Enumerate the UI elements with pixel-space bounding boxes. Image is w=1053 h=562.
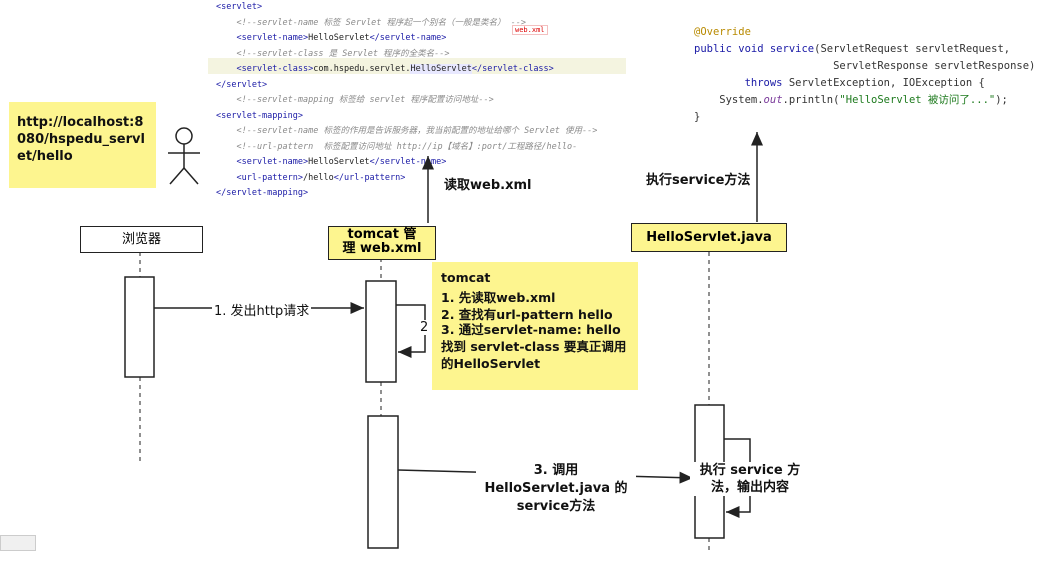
java-code-token: "HelloServlet 被访问了..." bbox=[839, 94, 996, 106]
java-code-line: public void service(ServletRequest servl… bbox=[694, 41, 1010, 58]
xml-code-line: <!--servlet-mapping 标签给 servlet 程序配置访问地址… bbox=[216, 93, 494, 109]
tomcat-note-title: tomcat bbox=[441, 270, 491, 285]
java-code-token: public void bbox=[694, 43, 770, 55]
xml-code-token: <!--servlet-name 标签的作用是告诉服务器，我当前配置的地址给哪个… bbox=[236, 126, 598, 136]
java-code-token: (ServletRequest servletRequest, bbox=[814, 43, 1011, 55]
xml-code-line: <url-pattern>/hello</url-pattern> bbox=[216, 171, 405, 187]
servlet-lifeline-box: HelloServlet.java bbox=[631, 223, 787, 252]
tomcat-note-step-2: 2. 查找有url-pattern hello bbox=[441, 307, 613, 322]
xml-code-line: <servlet> bbox=[216, 0, 262, 16]
url-note: http://localhost:8080/hspedu_servlet/hel… bbox=[9, 102, 156, 188]
xml-code-line: <servlet-name>HelloServlet</servlet-name… bbox=[216, 31, 446, 47]
xml-code-token: </servlet-class> bbox=[471, 64, 554, 74]
xml-code-token: HelloServlet bbox=[308, 33, 370, 43]
xml-code-token: <url-pattern> bbox=[236, 172, 304, 183]
java-code-token: System. bbox=[694, 94, 764, 106]
exec-service-label: 执行service方法 bbox=[646, 173, 751, 188]
xml-code-line: <!--url-pattern 标签配置访问地址 http://ip【域名】:p… bbox=[216, 140, 577, 156]
tomcat-note-step-1: 1. 先读取web.xml bbox=[441, 290, 556, 305]
java-code-token: } bbox=[694, 111, 701, 123]
xml-code-line: </servlet-mapping> bbox=[216, 186, 308, 202]
xml-code-token: <!--servlet-name 标签 Servlet 程序起一个别名（一般是类… bbox=[236, 17, 527, 28]
browser-activation bbox=[124, 276, 155, 378]
java-code-token: ); bbox=[995, 94, 1008, 106]
horizontal-scrollbar[interactable] bbox=[0, 535, 36, 551]
xml-code-token: com.hspedu.servlet. bbox=[313, 64, 411, 74]
xml-code-token: <!--servlet-mapping 标签给 servlet 程序配置访问地址… bbox=[236, 95, 494, 105]
self-call-number: 2 bbox=[419, 320, 430, 335]
xml-code-token: HelloServlet bbox=[410, 64, 472, 74]
xml-code-token: </servlet-name> bbox=[369, 33, 447, 43]
browser-lifeline-box: 浏览器 bbox=[80, 226, 203, 253]
read-webxml-label: 读取web.xml bbox=[444, 178, 532, 193]
tomcat-lifeline-box: tomcat 管理 web.xml bbox=[328, 226, 436, 260]
send-http-label: 1. 发出http请求 bbox=[212, 300, 312, 319]
java-code-line: } bbox=[694, 109, 700, 126]
browser-label: 浏览器 bbox=[121, 232, 161, 247]
java-code-line: ServletResponse servletResponse) bbox=[694, 58, 1035, 75]
xml-code-line: <servlet-name>HelloServlet</servlet-name… bbox=[216, 155, 446, 171]
xml-code-token: <servlet-name> bbox=[236, 33, 309, 43]
xml-code-token: </servlet> bbox=[216, 79, 268, 90]
url-note-text: http://localhost:8080/hspedu_servlet/hel… bbox=[17, 115, 145, 164]
tomcat-activation-1 bbox=[365, 280, 397, 383]
xml-code-token: <servlet> bbox=[216, 2, 263, 12]
webxml-side-label: web.xml bbox=[512, 25, 548, 35]
call-service-label: 3. 调用HelloServlet.java 的service方法 bbox=[476, 462, 636, 516]
xml-code-line: <!--servlet-name 标签 Servlet 程序起一个别名（一般是类… bbox=[216, 16, 526, 32]
java-code-line: System.out.println("HelloServlet 被访问了...… bbox=[694, 92, 1008, 109]
xml-code-token: <servlet-name> bbox=[236, 157, 309, 167]
java-code-line: throws ServletException, IOException { bbox=[694, 75, 985, 92]
xml-code-token: <servlet-mapping> bbox=[216, 110, 303, 121]
java-code-token: throws bbox=[694, 77, 789, 89]
tomcat-steps-note: tomcat 1. 先读取web.xml 2. 查找有url-pattern h… bbox=[432, 262, 638, 390]
xml-code-token: <servlet-class> bbox=[236, 64, 314, 74]
java-code-token: out bbox=[763, 94, 783, 106]
xml-code-token: HelloServlet bbox=[308, 157, 370, 167]
xml-code-token: </url-pattern> bbox=[333, 172, 406, 183]
java-code-token: service bbox=[769, 43, 815, 55]
user-stick-figure-icon bbox=[168, 127, 200, 185]
webxml-code-block: <servlet> <!--servlet-name 标签 Servlet 程序… bbox=[208, 0, 626, 198]
java-code-line: @Override bbox=[694, 24, 751, 41]
exec-output-label: 执行 service 方法，输出内容 bbox=[690, 462, 810, 496]
tomcat-note-step-3: 3. 通过servlet-name: hello 找到 servlet-clas… bbox=[441, 322, 627, 371]
tomcat-activation-2 bbox=[367, 415, 399, 549]
tomcat-label: tomcat 管理 web.xml bbox=[342, 227, 422, 256]
xml-code-line: <!--servlet-name 标签的作用是告诉服务器，我当前配置的地址给哪个… bbox=[216, 124, 597, 140]
xml-code-token: </servlet-name> bbox=[369, 157, 447, 167]
xml-code-token: </servlet-mapping> bbox=[216, 188, 309, 198]
java-code-token: ServletException, IOException { bbox=[788, 77, 985, 89]
java-code-token: ServletResponse servletResponse) bbox=[694, 60, 1036, 72]
xml-code-line: <servlet-class>com.hspedu.servlet.HelloS… bbox=[216, 62, 554, 78]
servlet-label: HelloServlet.java bbox=[646, 230, 772, 245]
xml-code-line: <!--servlet-class 是 Servlet 程序的全类名--> bbox=[216, 47, 450, 63]
xml-code-token: <!--url-pattern 标签配置访问地址 http://ip【域名】:p… bbox=[236, 141, 578, 152]
xml-code-token: <!--servlet-class 是 Servlet 程序的全类名--> bbox=[236, 48, 450, 59]
xml-code-line: </servlet> bbox=[216, 78, 267, 94]
xml-code-token: /hello bbox=[303, 172, 334, 183]
java-code-token: .println( bbox=[782, 94, 840, 106]
xml-code-line: <servlet-mapping> bbox=[216, 109, 303, 125]
java-code-token: @Override bbox=[694, 26, 751, 38]
